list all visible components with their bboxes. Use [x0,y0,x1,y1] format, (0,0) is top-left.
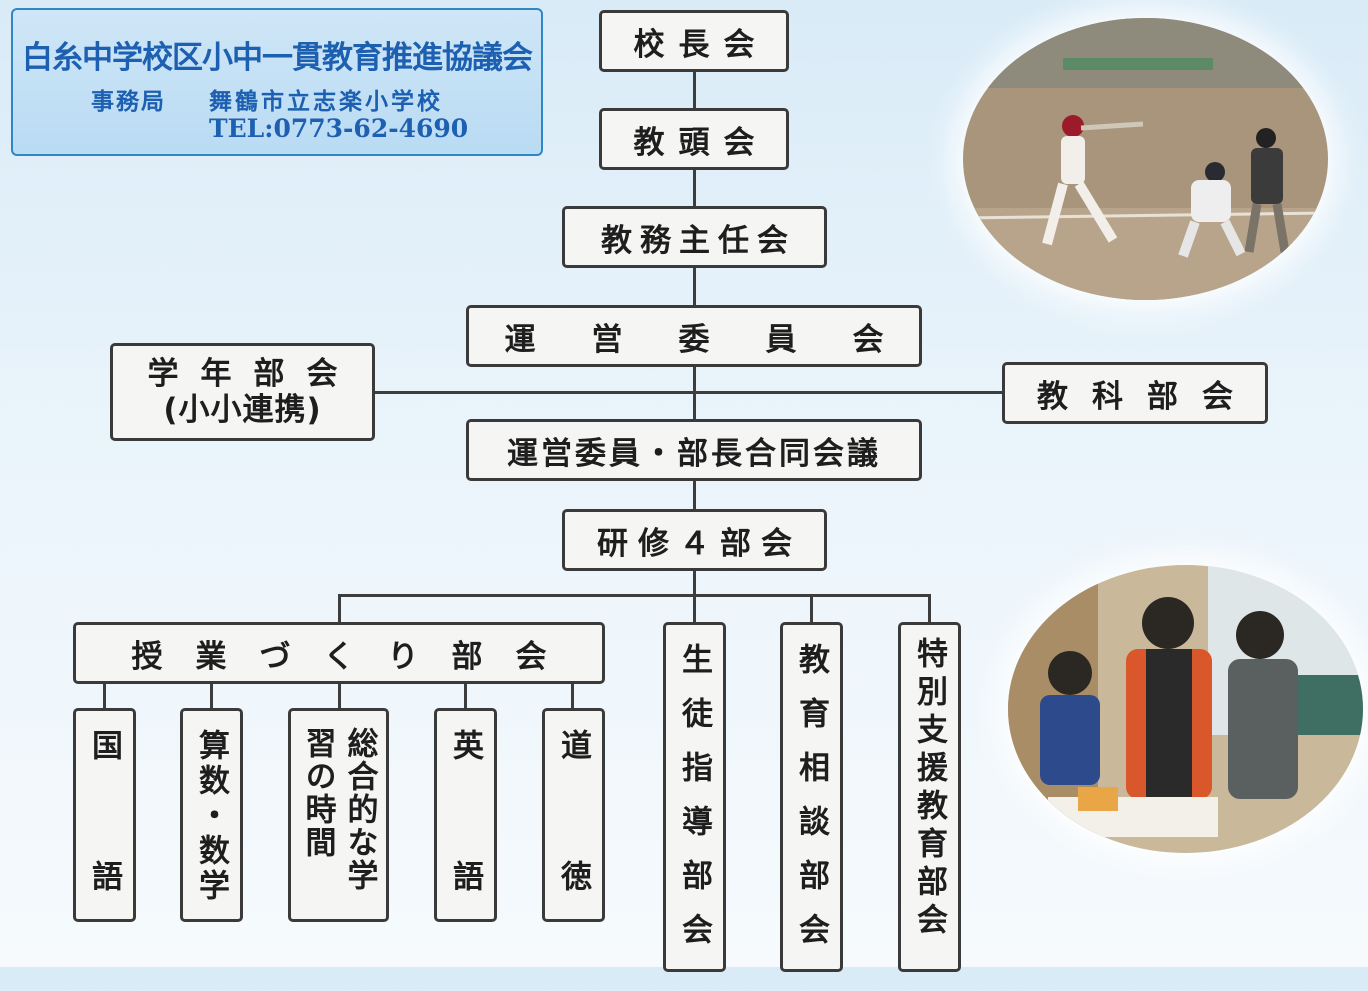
connector-sub-japanese [103,682,106,710]
office-phone: TEL:0773-62-4690 [209,114,469,143]
subject-japanese-box: 国語 [73,708,136,991]
research-meeting-box: 研修４部会 [562,509,827,571]
special-support-meeting-box: 特別支援教育部会 [898,622,961,972]
subject-english-box: 英語 [434,708,497,991]
office-school: 舞鶴市立志楽小学校 [209,88,443,115]
principals-meeting-label: 校長会 [633,26,769,63]
connector-branch-lesson [338,594,341,624]
vice-principals-meeting-label: 教頭会 [633,124,769,161]
subject-moral-label: 道徳 [555,729,591,991]
steering-committee-label: 運営委員会 [504,321,940,358]
special-support-meeting-label: 特別支援教育部会 [911,637,947,941]
subject-moral-box: 道徳 [542,708,605,991]
subject-math-box: 算数・数学 [180,708,243,922]
curriculum-chiefs-meeting-box: 教務主任会 [562,206,827,268]
connector-branch-horizontal [338,594,931,597]
subject-japanese-label: 国語 [86,729,122,991]
counseling-meeting-box: 教育相談部会 [780,622,843,972]
classroom-photo [1008,565,1363,853]
subject-english-label: 英語 [447,729,483,991]
curriculum-chiefs-meeting-label: 教務主任会 [601,222,796,259]
grade-meeting-sublabel: (小小連携) [163,392,322,428]
subject-integrated-box: 総合的な学習の時間 [288,708,389,922]
student-guidance-meeting-label: 生徒指導部会 [676,643,712,967]
connector-sub-moral [571,682,574,710]
grade-meeting-box: 学年部会 (小小連携) [110,343,375,441]
council-info-box: 白糸中学校区小中一貫教育推進協議会 事務局 舞鶴市立志楽小学校 TEL:0773… [11,8,543,156]
student-guidance-meeting-box: 生徒指導部会 [663,622,726,972]
council-title: 白糸中学校区小中一貫教育推進協議会 [22,40,533,76]
principals-meeting-box: 校長会 [599,10,789,72]
connector-sub-integrated [338,682,341,710]
counseling-meeting-label: 教育相談部会 [793,643,829,967]
grade-meeting-label: 学年部会 [147,356,360,392]
connector-branch-guidance [693,570,696,625]
lesson-meeting-box: 授業づくり部会 [73,622,605,684]
research-meeting-label: 研修４部会 [597,525,802,562]
connector-sub-english [464,682,467,710]
connector-sub-math [210,682,213,710]
subject-integrated-label: 総合的な学習の時間 [299,727,378,892]
connector-side-horizontal [374,391,1004,394]
subject-meeting-box: 教科部会 [1002,362,1268,424]
lesson-meeting-label: 授業づくり部会 [131,638,580,675]
steering-committee-box: 運営委員会 [466,305,922,367]
subject-meeting-label: 教科部会 [1037,378,1257,415]
vice-principals-meeting-box: 教頭会 [599,108,789,170]
joint-meeting-box: 運営委員・部長合同会議 [466,419,922,481]
connector-branch-counseling [810,594,813,625]
joint-meeting-label: 運営委員・部長合同会議 [507,435,881,472]
baseball-photo [963,18,1328,300]
office-label: 事務局 [91,88,166,115]
subject-math-label: 算数・数学 [193,729,229,904]
connector-branch-special [928,594,931,625]
